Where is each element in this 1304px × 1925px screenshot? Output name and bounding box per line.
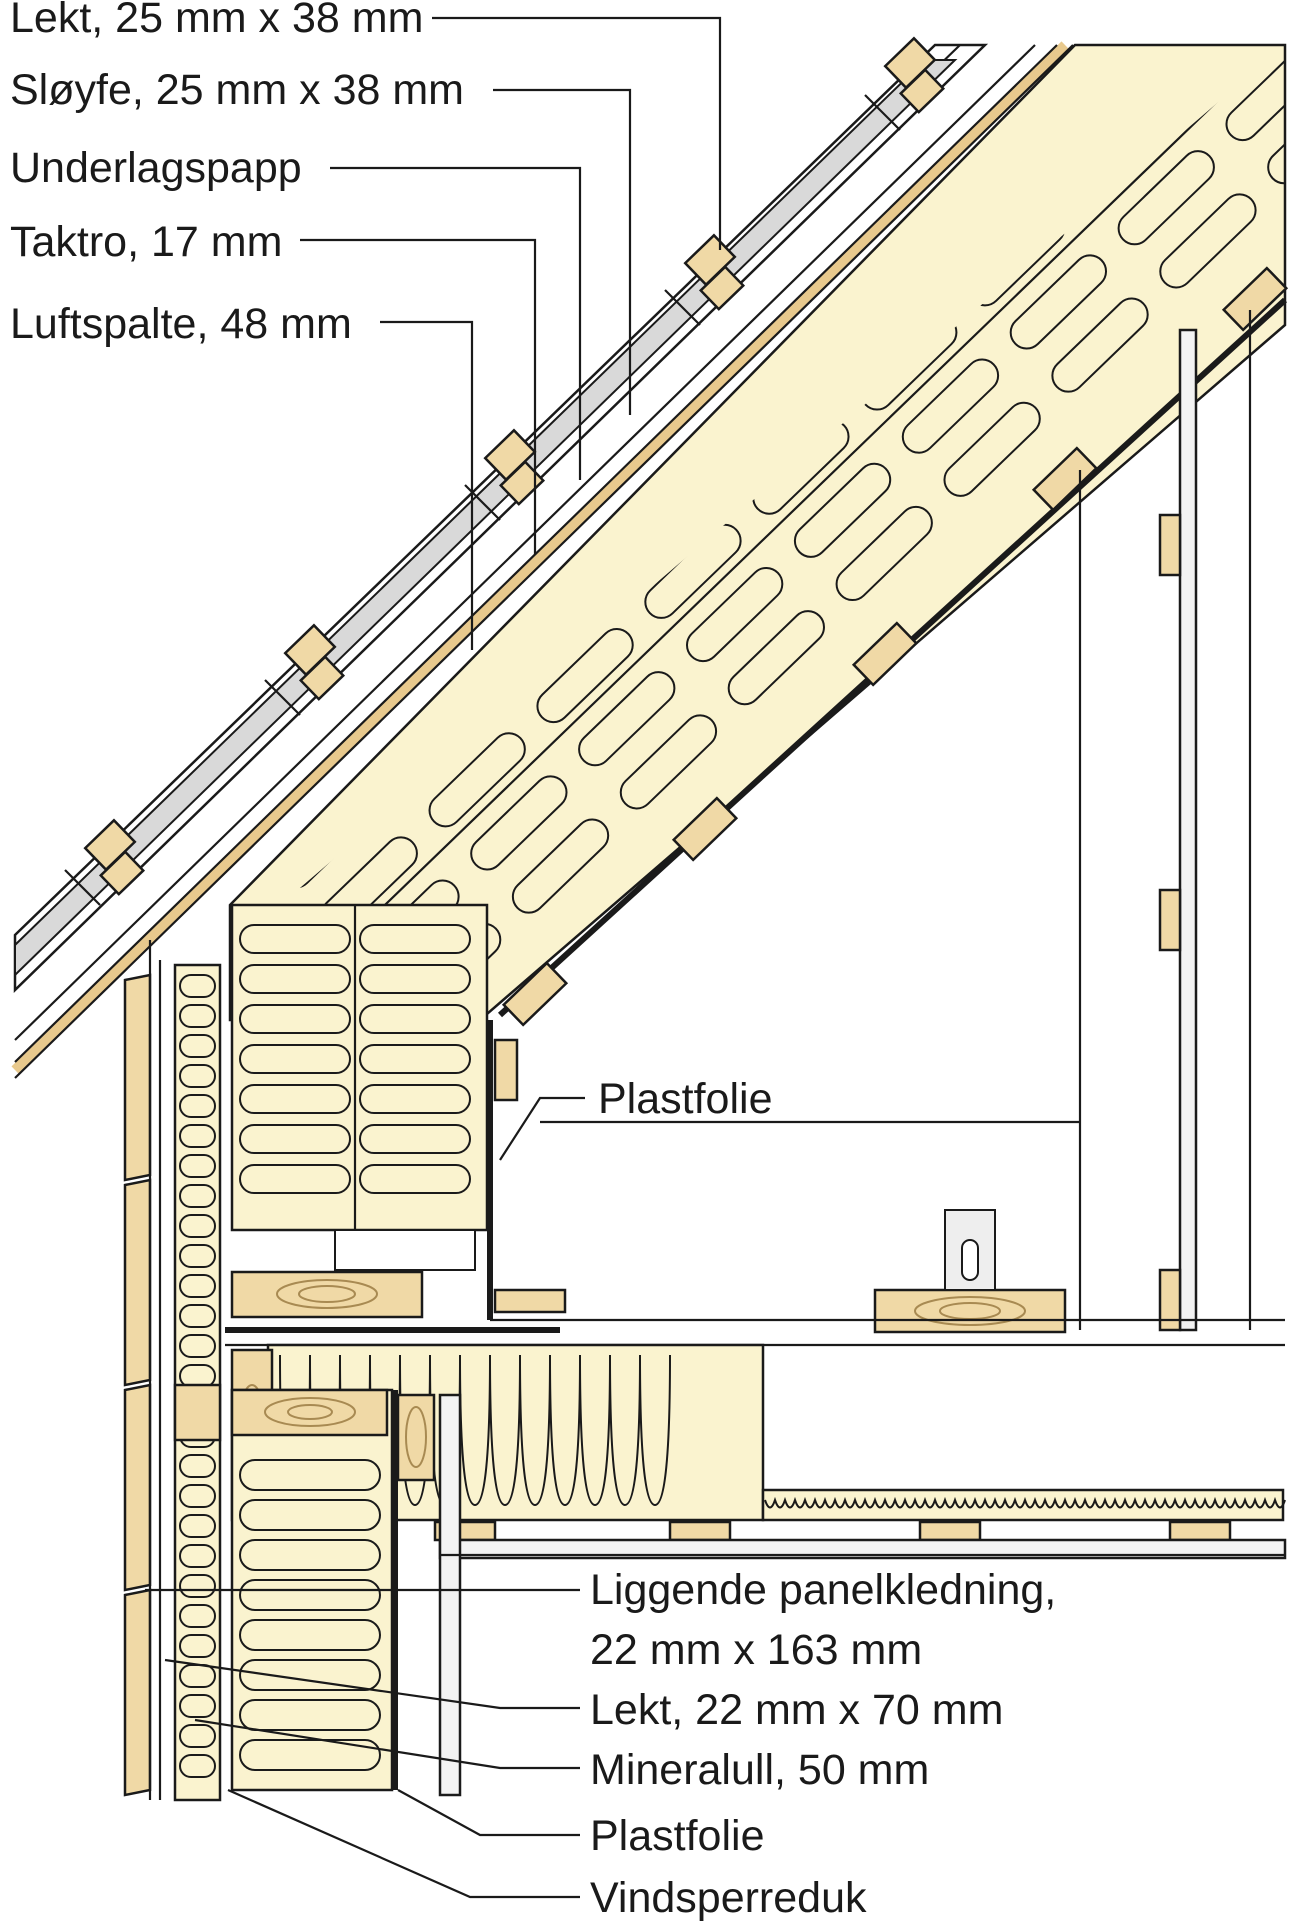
label-sloyfe: Sløyfe, 25 mm x 38 mm — [10, 66, 464, 114]
leader-lekt-roof — [432, 16, 722, 250]
counter-batten — [298, 655, 346, 701]
interior-knee-wall — [1078, 310, 1252, 1332]
counter-batten — [698, 265, 746, 311]
ceiling-lath — [851, 621, 919, 687]
interior-wall-lining — [438, 1393, 462, 1797]
knee-wall-insulation — [230, 903, 519, 1320]
annotation-labels: Lekt, 25 mm x 38 mm Sløyfe, 25 mm x 38 m… — [10, 0, 1056, 1922]
leader-underlagspapp — [330, 166, 582, 480]
leader-luftspalte — [380, 320, 474, 650]
label-mineralull: Mineralull, 50 mm — [590, 1746, 929, 1794]
ceiling-batten — [918, 1520, 982, 1542]
horizontal-siding — [123, 973, 152, 1797]
wall-lath-lower — [173, 1383, 222, 1442]
wall-stud-piece — [1158, 513, 1182, 577]
leader-lines — [145, 16, 1080, 1899]
label-vindsperreduk: Vindsperreduk — [590, 1874, 867, 1922]
sarking-board — [11, 41, 1069, 1074]
underlay-line — [14, 44, 1036, 1041]
leader-plastfolie-top — [499, 1096, 585, 1161]
floor-sill — [493, 1288, 567, 1314]
ceiling-lath — [1031, 446, 1099, 512]
roof-ceiling-laths — [501, 266, 1289, 1027]
inner-lining-lath — [396, 1393, 436, 1482]
ceiling-batten — [668, 1520, 732, 1542]
label-taktro: Taktro, 17 mm — [10, 218, 282, 266]
wall-top-plate — [230, 1270, 424, 1319]
roof-insulation — [228, 43, 1287, 1022]
roof-tile-outlines — [64, 94, 901, 906]
ceiling-lath — [1221, 266, 1289, 332]
wall-top-plate-lower — [230, 1388, 389, 1437]
leader-sloyfe — [493, 88, 632, 415]
leader-mineralull — [194, 1718, 580, 1770]
label-lekt-roof: Lekt, 25 mm x 38 mm — [10, 0, 423, 42]
counter-batten — [898, 68, 946, 114]
label-panel-line2: 22 mm x 163 mm — [590, 1626, 922, 1674]
leader-lekt-wall — [164, 1658, 580, 1710]
ceiling-lath — [671, 796, 739, 862]
leader-plastfolie-bottom — [397, 1789, 580, 1837]
connector-plate — [334, 1229, 476, 1271]
label-panel-line1: Liggende panelkledning, — [590, 1566, 1056, 1614]
label-luftspalte: Luftspalte, 48 mm — [10, 300, 352, 348]
label-plastfolie-top: Plastfolie — [598, 1075, 772, 1123]
roof-assembly — [11, 36, 1289, 1079]
ceiling-batten — [1168, 1520, 1232, 1542]
wall-stud-piece — [1158, 888, 1182, 952]
label-plastfolie-bottom: Plastfolie — [590, 1812, 764, 1860]
leader-taktro — [300, 238, 537, 555]
roof-battens — [83, 36, 946, 896]
label-underlagspapp: Underlagspapp — [10, 144, 302, 192]
interior-wall-board — [1178, 328, 1198, 1332]
ceiling-lath — [501, 961, 569, 1027]
counter-batten — [98, 850, 146, 896]
leader-vindsperreduk — [227, 1788, 580, 1899]
wall-stud-piece — [1158, 1268, 1182, 1332]
label-lekt-wall: Lekt, 22 mm x 70 mm — [590, 1686, 1003, 1734]
knee-wall-lath — [493, 1038, 519, 1102]
